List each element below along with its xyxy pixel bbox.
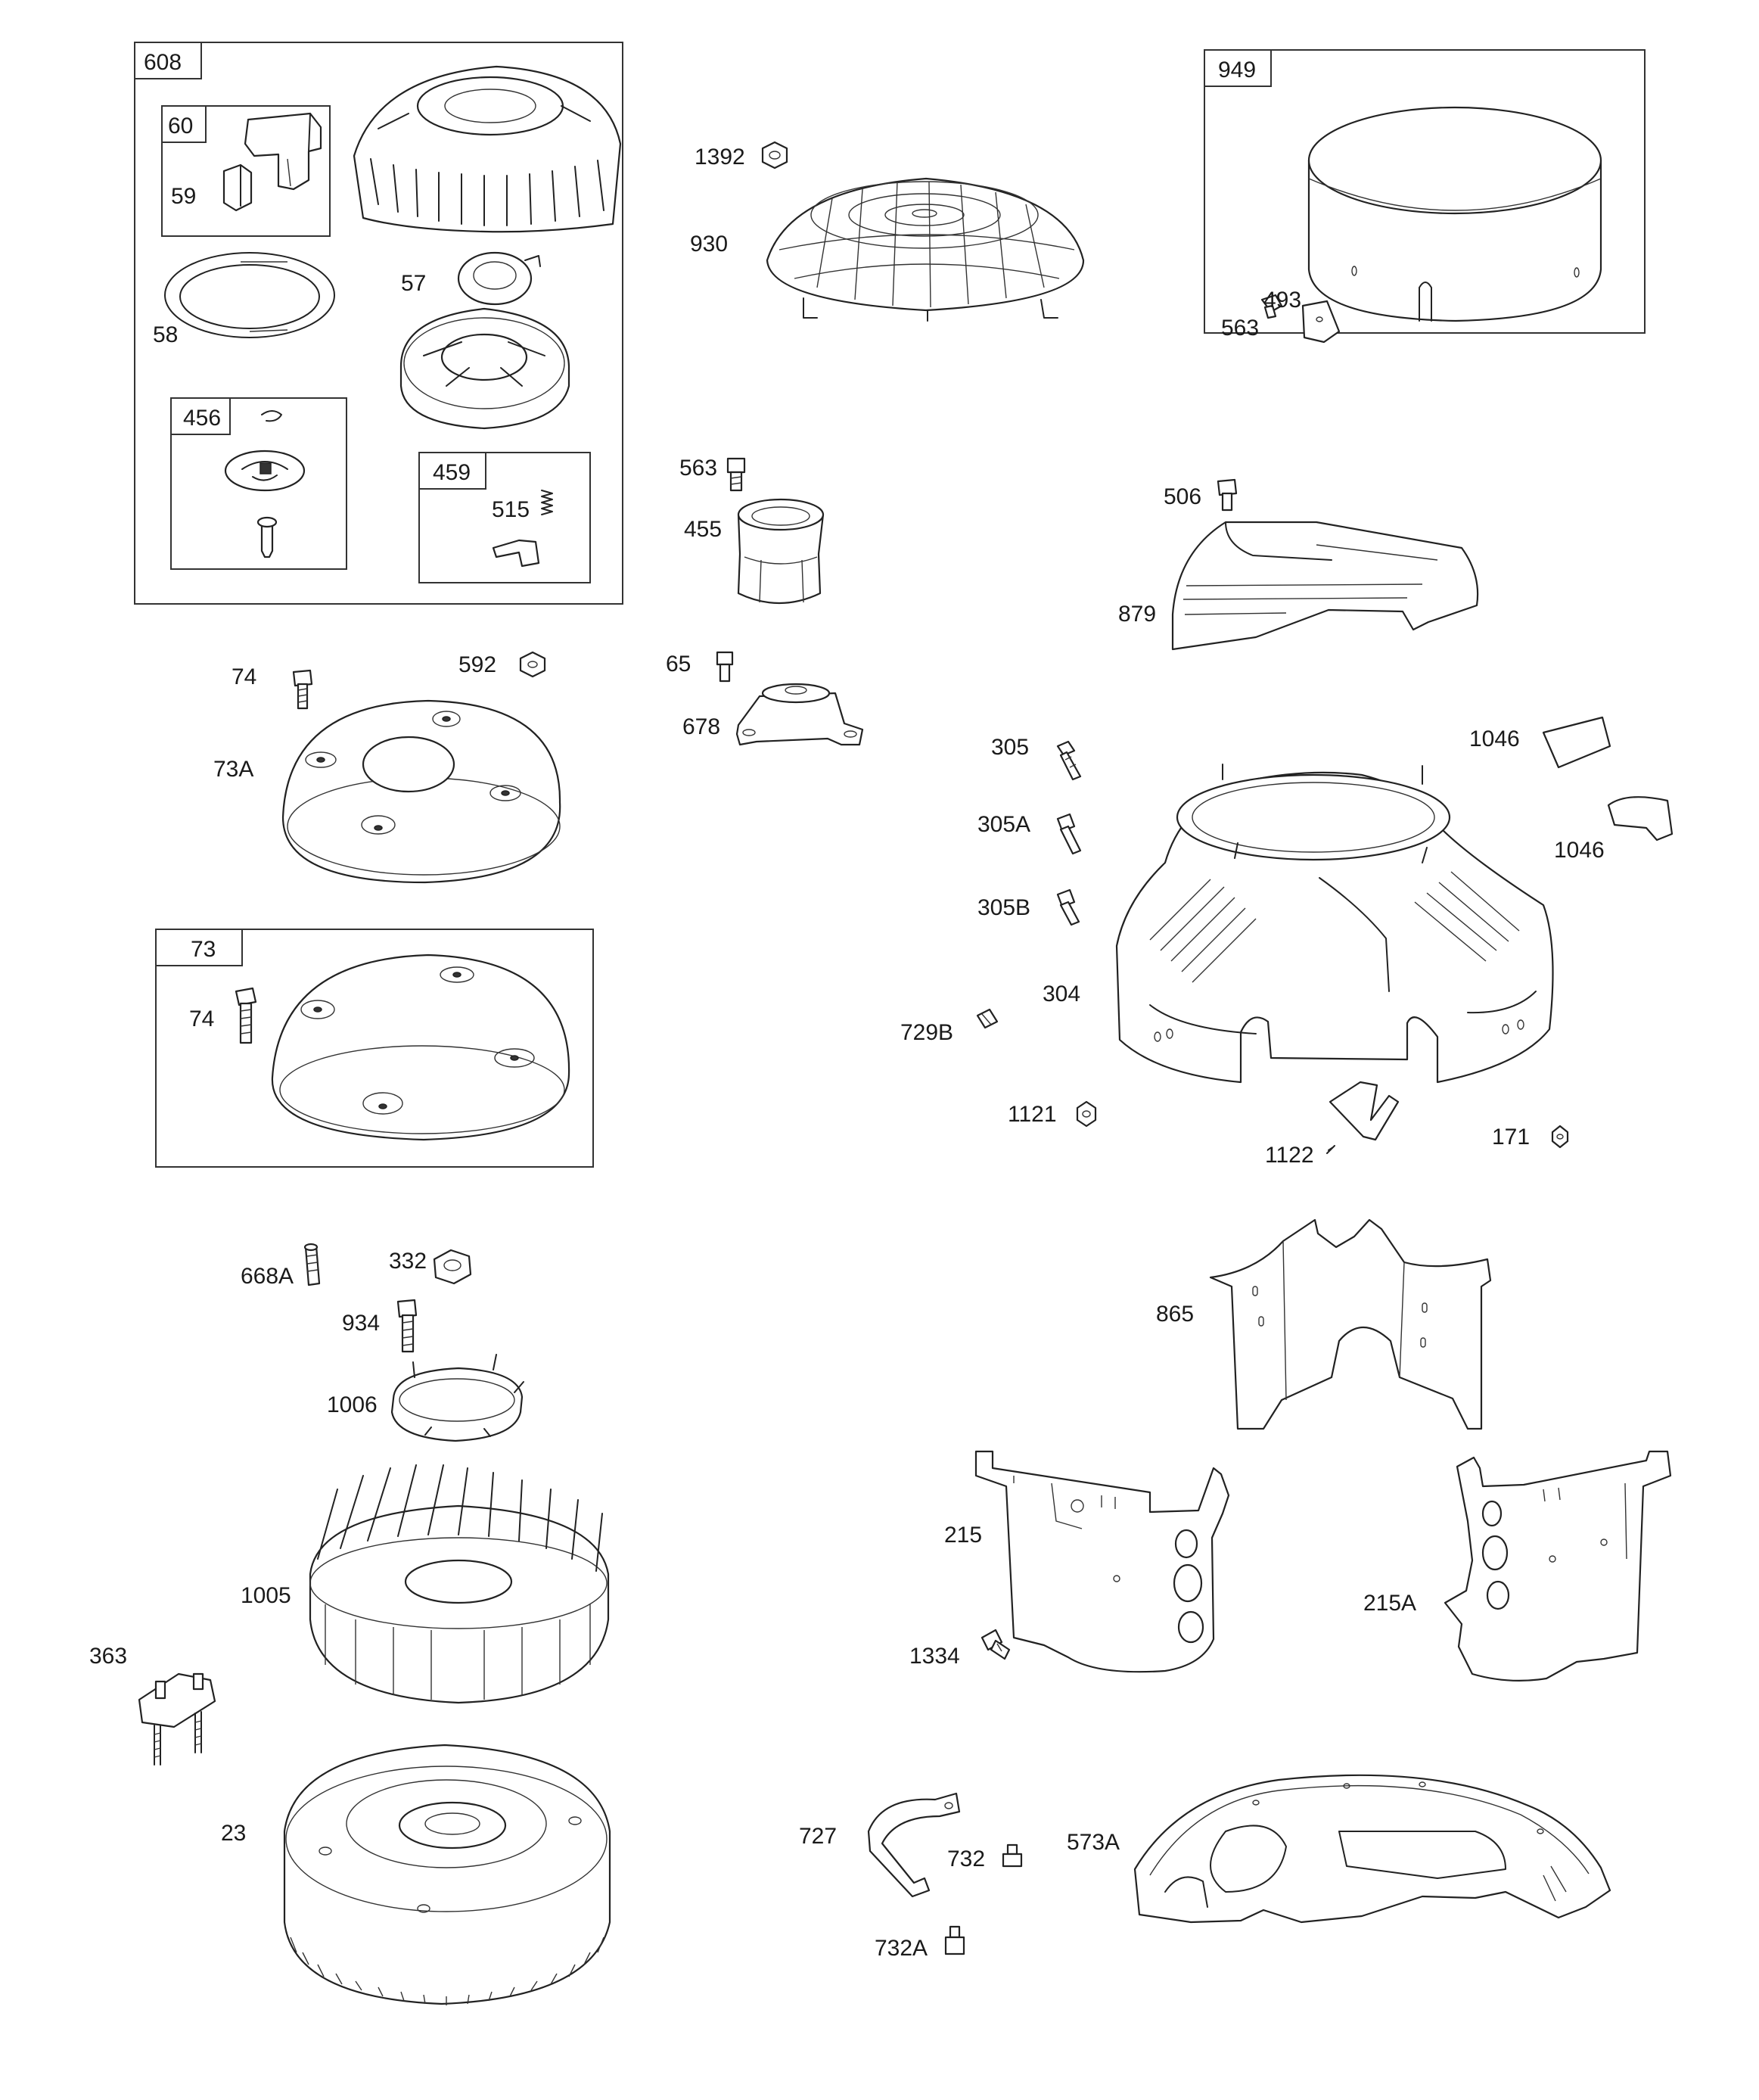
fan-retainer-part — [390, 1354, 524, 1442]
part-label-1046b: 1046 — [1554, 838, 1605, 863]
part-label-305B: 305B — [977, 895, 1030, 920]
kit-73-frame: 73 — [155, 929, 594, 1168]
stud-part — [944, 1925, 965, 1955]
starter-pulley-part — [399, 307, 570, 430]
part-label-493: 493 — [1263, 288, 1301, 313]
cooling-fan-part — [309, 1464, 610, 1704]
nut-part — [519, 651, 546, 678]
screw-part — [716, 651, 734, 683]
part-label-1122: 1122 — [1265, 1143, 1314, 1168]
kit-60-frame: 60 — [161, 105, 331, 237]
kit-949-label: 949 — [1218, 58, 1256, 82]
blower-housing-part — [1115, 764, 1554, 1084]
kit-456-frame: 456 — [170, 397, 347, 570]
nut-part — [1551, 1125, 1569, 1149]
nut-part — [761, 141, 788, 170]
part-label-678: 678 — [682, 714, 720, 739]
nut-part — [1076, 1100, 1097, 1128]
stud-part — [1002, 1843, 1023, 1868]
screw-part — [1056, 888, 1080, 926]
part-label-74a: 74 — [232, 664, 256, 689]
kit-949-frame: 949 — [1204, 49, 1646, 344]
screw-part — [726, 457, 746, 492]
part-label-563: 563 — [1221, 316, 1259, 341]
spring-cup-part — [457, 251, 541, 306]
starter-cup-part — [737, 498, 825, 604]
kit-456-label: 456 — [183, 406, 221, 431]
part-label-455: 455 — [684, 517, 722, 542]
rewind-spring-part — [164, 252, 335, 338]
screw-part — [292, 669, 313, 710]
gasket-part — [1542, 716, 1674, 842]
part-label-727: 727 — [799, 1824, 837, 1849]
part-label-65: 65 — [666, 652, 691, 677]
part-label-1046a: 1046 — [1469, 726, 1520, 751]
starter-handle-part — [244, 112, 322, 191]
part-label-592: 592 — [458, 652, 496, 677]
lift-bracket-part — [867, 1792, 961, 1898]
part-label-515: 515 — [492, 497, 530, 522]
part-label-1005: 1005 — [241, 1583, 291, 1608]
back-plate-part — [1133, 1774, 1611, 1924]
kit-608-frame: 608 — [134, 42, 623, 605]
part-label-1006: 1006 — [327, 1392, 378, 1417]
part-label-668A: 668A — [241, 1264, 294, 1289]
part-label-1334: 1334 — [909, 1644, 960, 1669]
rotating-screen-part — [766, 177, 1085, 322]
flywheel-part — [283, 1744, 611, 2005]
part-label-215A: 215A — [1363, 1591, 1416, 1616]
part-label-73A: 73A — [213, 757, 253, 782]
part-label-573A: 573A — [1067, 1830, 1120, 1855]
part-label-934: 934 — [342, 1311, 380, 1336]
part-label-1121: 1121 — [1008, 1102, 1057, 1127]
kit-459-label: 459 — [433, 460, 471, 485]
part-label-305A: 305A — [977, 812, 1030, 837]
part-label-171: 171 — [1492, 1125, 1530, 1150]
armature-bracket-part — [138, 1672, 216, 1766]
air-guide-part — [974, 1450, 1230, 1673]
part-label-304: 304 — [1043, 982, 1080, 1006]
part-label-332: 332 — [389, 1249, 427, 1274]
part-label-215: 215 — [944, 1523, 982, 1548]
bracket-part — [1326, 1081, 1400, 1154]
starter-housing-part — [353, 65, 622, 233]
part-label-305: 305 — [991, 735, 1029, 760]
part-label-732: 732 — [947, 1846, 985, 1871]
cylinder-baffle-part — [1209, 1218, 1492, 1430]
part-label-23: 23 — [221, 1821, 246, 1846]
handle-insert-part — [222, 163, 253, 212]
part-label-506: 506 — [1164, 484, 1201, 509]
screw-part — [1056, 813, 1082, 855]
part-label-930: 930 — [690, 232, 728, 257]
kit-459-frame: 459 — [418, 452, 591, 583]
cylinder-cover-part — [1171, 521, 1479, 651]
part-label-57: 57 — [401, 271, 426, 296]
air-guide-part — [1444, 1450, 1672, 1682]
part-label-879: 879 — [1118, 602, 1156, 627]
part-label-865: 865 — [1156, 1302, 1194, 1327]
stud-part — [303, 1243, 321, 1286]
part-label-729B: 729B — [900, 1020, 953, 1045]
flywheel-cover-part — [281, 699, 561, 884]
kit-73-label: 73 — [191, 937, 216, 962]
screw-part — [1217, 478, 1238, 512]
kit-60-label: 60 — [168, 114, 193, 138]
flywheel-nut-part — [433, 1249, 472, 1285]
part-label-59: 59 — [171, 184, 196, 209]
part-label-563: 563 — [679, 456, 717, 481]
screw-part — [981, 1629, 1011, 1660]
part-label-732A: 732A — [875, 1936, 928, 1961]
part-label-363: 363 — [89, 1644, 127, 1669]
bolt-part — [396, 1299, 418, 1353]
starter-bracket-part — [735, 683, 864, 746]
screw-part — [1056, 740, 1082, 781]
clip-part — [976, 1008, 999, 1029]
kit-608-label: 608 — [144, 50, 182, 75]
part-label-1392: 1392 — [695, 145, 745, 170]
part-label-58: 58 — [153, 322, 178, 347]
part-label-74b: 74 — [189, 1006, 214, 1031]
